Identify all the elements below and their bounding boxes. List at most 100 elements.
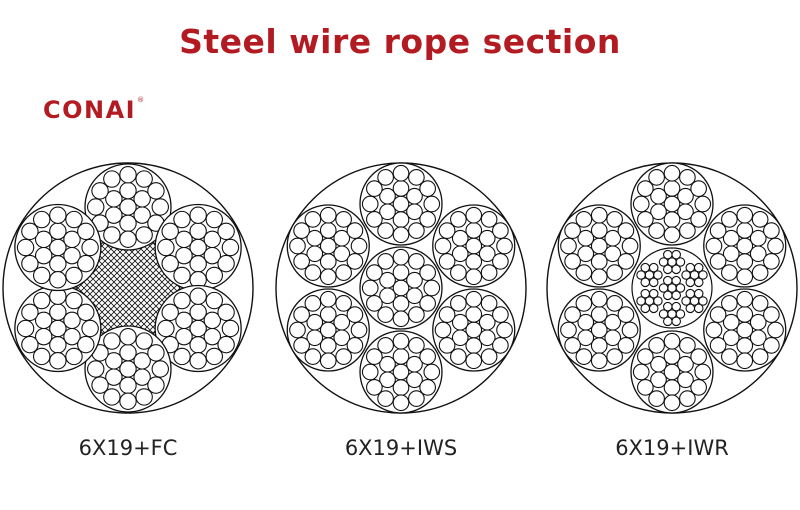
core-wire [653, 270, 663, 280]
wire [478, 229, 496, 247]
wire [189, 222, 207, 240]
core-wire [698, 270, 708, 280]
wire [377, 390, 394, 407]
wire [21, 303, 39, 322]
wire [648, 222, 665, 239]
core-wire [685, 288, 696, 299]
wire [721, 348, 738, 365]
wire [492, 337, 509, 354]
wire [392, 379, 410, 396]
wire [648, 337, 665, 354]
wire [690, 180, 707, 197]
caption-iwr: 6X19+IWR [615, 436, 729, 460]
wire [366, 180, 383, 197]
wire [333, 313, 351, 331]
wire [65, 210, 83, 229]
wire [173, 266, 191, 285]
wire [564, 306, 581, 323]
wire [663, 348, 681, 365]
wire [335, 264, 352, 281]
wire [465, 306, 483, 323]
wire [304, 264, 322, 281]
wire [392, 363, 410, 381]
core-wire [640, 303, 651, 314]
wire [722, 313, 740, 331]
wire [346, 222, 364, 239]
wire [690, 379, 707, 396]
wire [590, 352, 608, 370]
wire [377, 337, 394, 354]
wire [293, 222, 310, 239]
wire [161, 222, 179, 241]
wire [119, 230, 137, 248]
wire [335, 211, 352, 228]
wire [419, 211, 436, 228]
wire [119, 360, 137, 378]
wire [434, 237, 452, 255]
wire [450, 348, 467, 365]
wire [492, 306, 509, 323]
wire [33, 347, 51, 366]
wire [203, 311, 222, 330]
wire [590, 237, 608, 255]
core-wire [675, 257, 686, 267]
wire [119, 343, 137, 362]
wire [289, 237, 306, 255]
wire [677, 355, 694, 373]
core-wire [648, 277, 659, 288]
wire [135, 388, 153, 406]
wire [319, 290, 337, 308]
wire [690, 348, 707, 365]
wire [49, 336, 67, 354]
core-wire [663, 275, 673, 286]
wire [709, 222, 727, 239]
wire [408, 169, 425, 186]
wire [161, 254, 179, 273]
wire [736, 306, 754, 323]
core-wire [685, 277, 696, 288]
wire [423, 195, 441, 213]
wire [679, 169, 696, 186]
wire [173, 347, 191, 366]
wire [767, 321, 784, 339]
wire [91, 182, 109, 200]
wire [408, 253, 425, 270]
rope-section-iws [275, 162, 527, 414]
wire [632, 363, 650, 381]
wire [423, 363, 441, 381]
wire [722, 229, 740, 247]
wire [103, 170, 121, 188]
wire [77, 303, 95, 322]
wire [377, 306, 394, 323]
wire [637, 379, 654, 396]
wire [346, 253, 364, 270]
wire [203, 230, 222, 249]
wire [319, 352, 337, 370]
wire [434, 321, 452, 339]
core-wire [685, 262, 696, 273]
wire [736, 290, 754, 308]
wire [135, 226, 153, 244]
wire [189, 238, 207, 257]
wire [49, 303, 67, 321]
rope-section-iwr [546, 162, 798, 414]
wire [392, 394, 410, 412]
wire [465, 206, 483, 224]
wire [392, 295, 410, 312]
wire [392, 310, 410, 328]
wire [33, 210, 51, 229]
wire [590, 306, 608, 323]
wire [77, 254, 95, 273]
wire [577, 229, 595, 247]
wire [617, 337, 635, 354]
wire [173, 291, 191, 310]
wire [480, 211, 498, 228]
wire [392, 195, 410, 213]
wire [492, 222, 509, 239]
wire [205, 266, 224, 285]
core-wire [663, 316, 673, 327]
wire [736, 206, 754, 224]
wire [350, 321, 368, 339]
wire [663, 332, 681, 350]
wire [87, 360, 105, 378]
